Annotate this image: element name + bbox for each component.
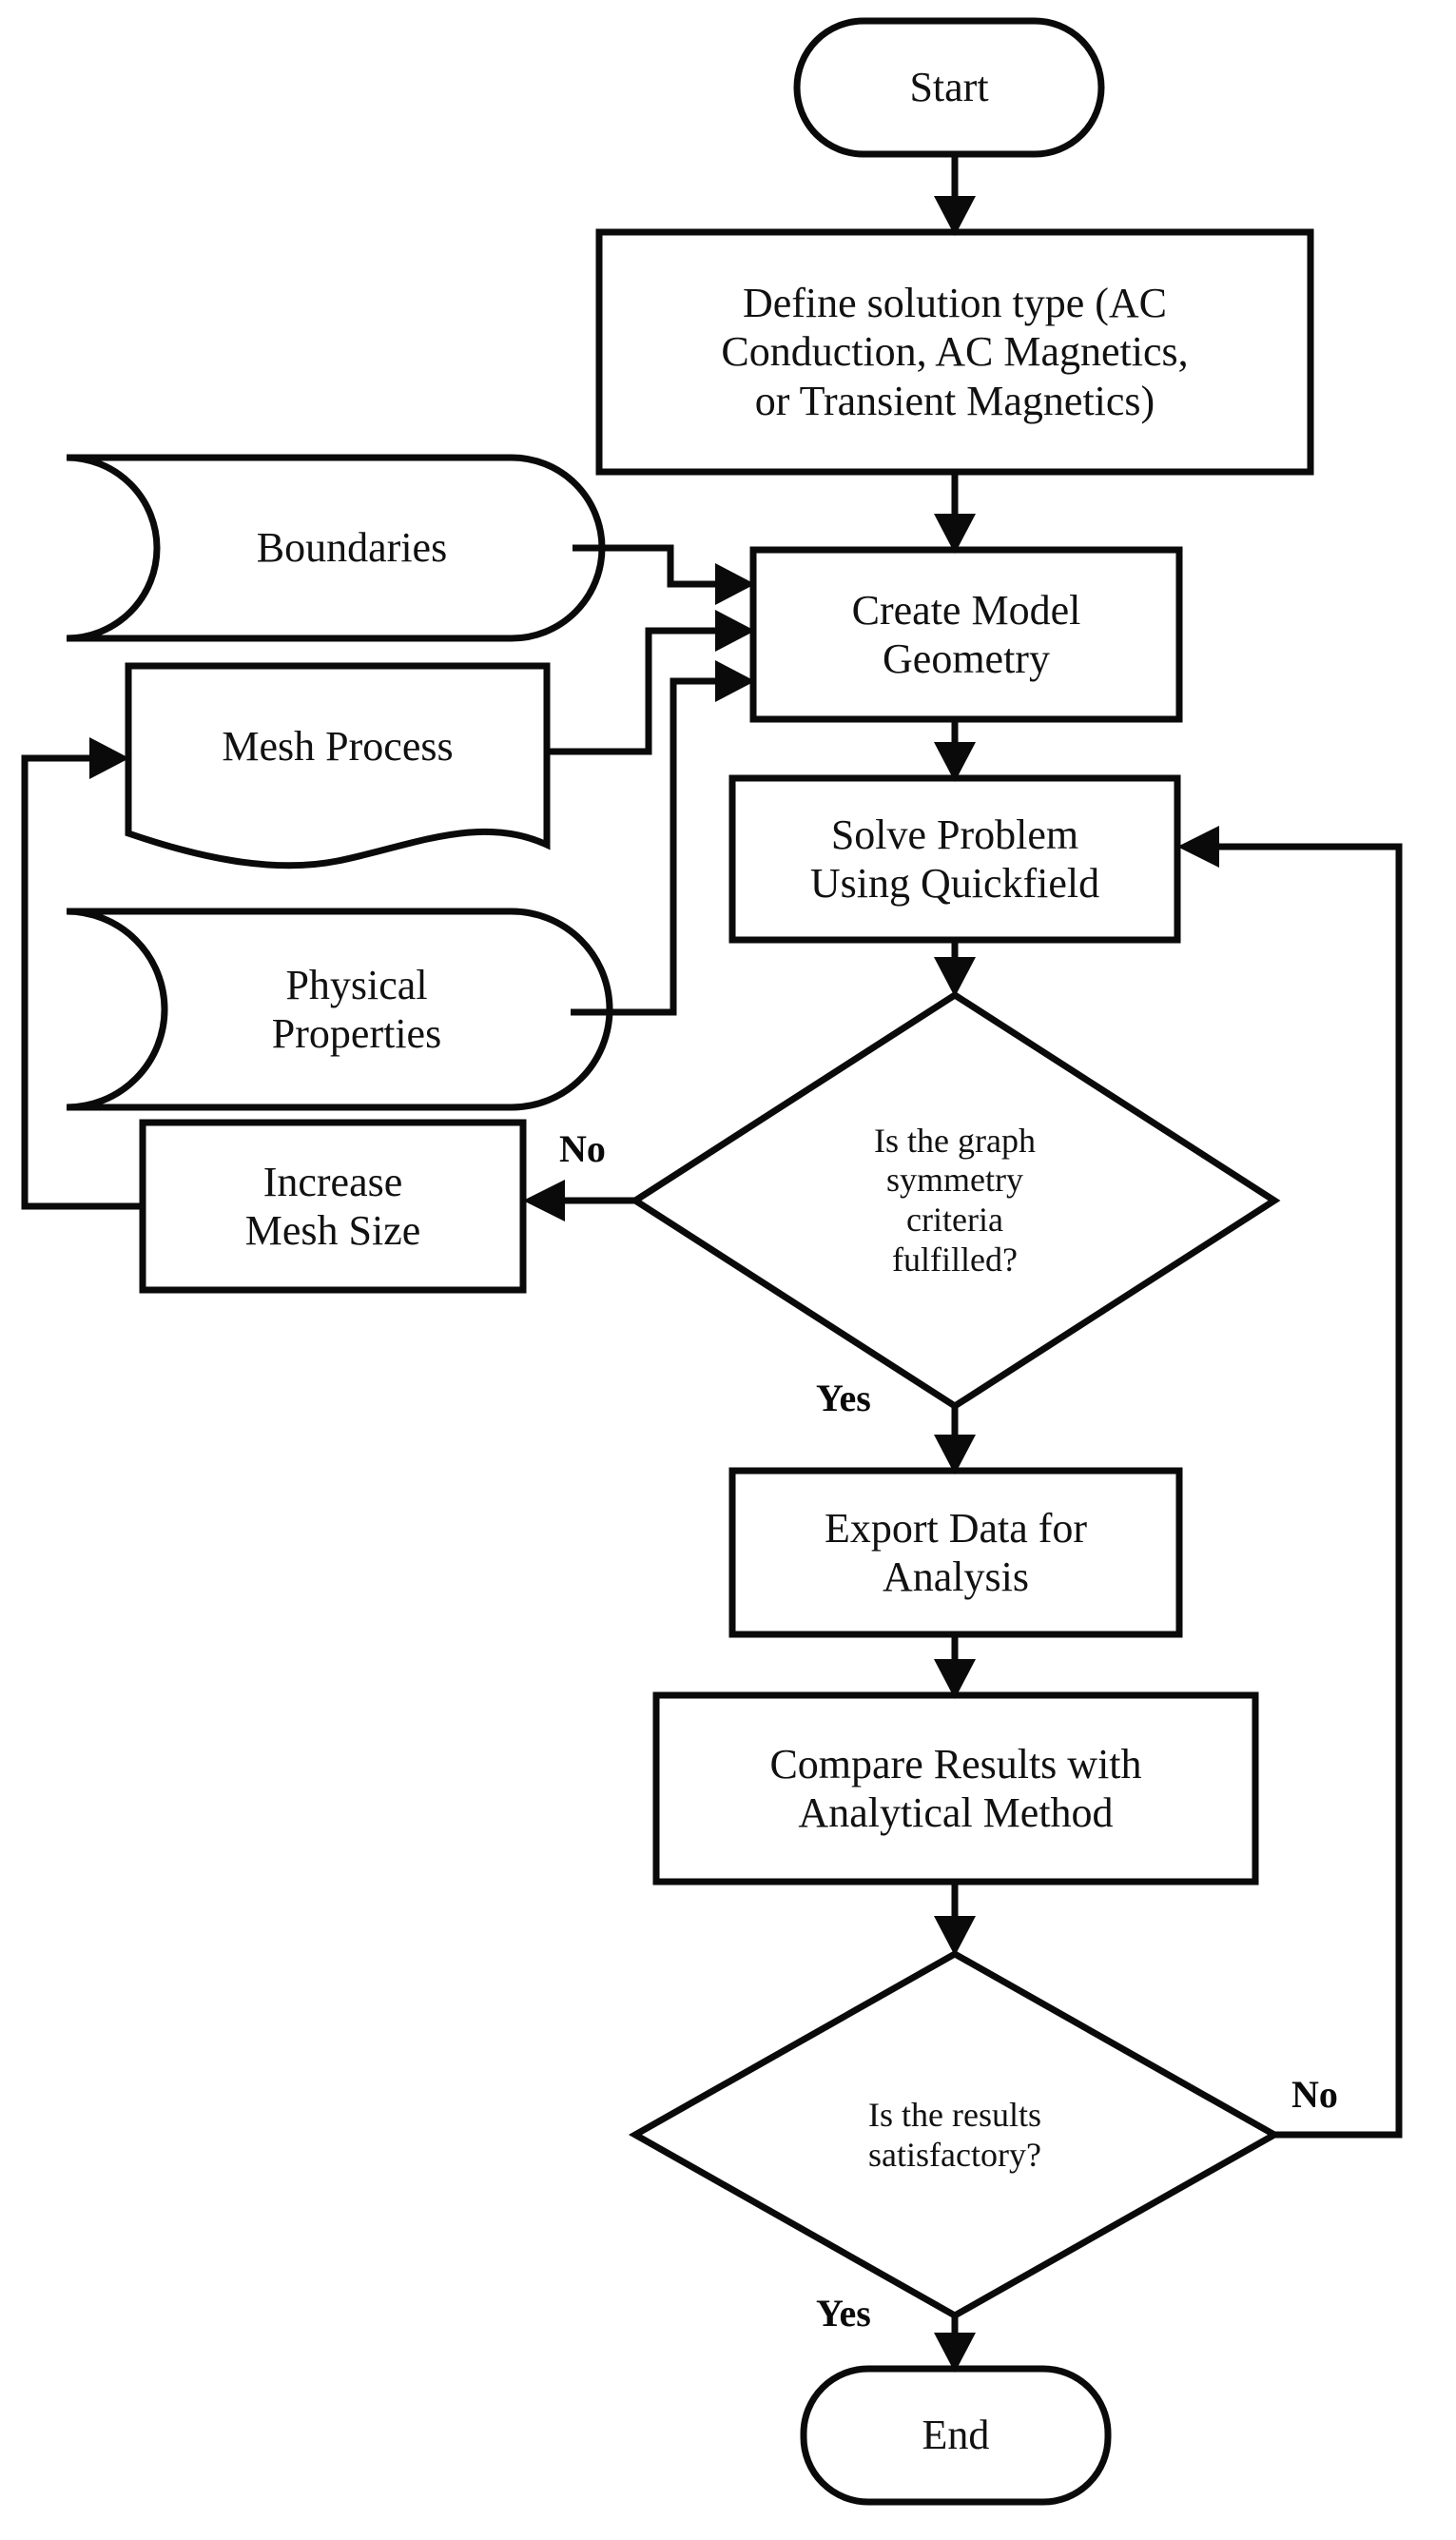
- node-create-geometry-shape[interactable]: [749, 546, 1183, 723]
- edge-increase-mesh-loop-arrow: [89, 737, 129, 779]
- edge-results-no-to-solve: [1200, 843, 1403, 2139]
- node-mesh-process-shape[interactable]: [125, 662, 551, 869]
- edge-label-results-yes: Yes: [816, 2292, 871, 2335]
- node-compare-results-shape[interactable]: [652, 1691, 1259, 1885]
- node-increase-mesh-shape[interactable]: [139, 1119, 527, 1294]
- edge-start-to-define-arrow: [934, 196, 976, 236]
- node-solve-problem-shape[interactable]: [728, 774, 1181, 944]
- edge-boundaries-to-geometry: [573, 544, 734, 588]
- edge-physical-to-geometry-arrow: [715, 660, 755, 702]
- edge-compare-to-results-arrow: [934, 1916, 976, 1956]
- edge-results-no-arrow: [1177, 826, 1219, 868]
- edge-mesh-to-geometry: [547, 627, 734, 755]
- node-export-data-shape[interactable]: [728, 1467, 1183, 1638]
- edge-label-symmetry-yes: Yes: [816, 1377, 871, 1419]
- edge-label-results-no: No: [1291, 2073, 1338, 2116]
- edge-physical-to-geometry: [571, 677, 734, 1016]
- edge-export-to-compare-arrow: [934, 1659, 976, 1699]
- node-physical-properties-shape[interactable]: [66, 908, 613, 1111]
- node-define-solution-shape[interactable]: [595, 228, 1314, 476]
- edge-results-yes-arrow: [934, 2333, 976, 2373]
- edge-geometry-to-solve-arrow: [934, 742, 976, 782]
- edge-symmetry-yes-arrow: [934, 1435, 976, 1475]
- node-results-check-shape[interactable]: [628, 1949, 1282, 2320]
- node-end-shape[interactable]: [800, 2365, 1112, 2506]
- node-boundaries-shape[interactable]: [66, 454, 606, 642]
- edge-boundaries-to-geometry-arrow: [715, 563, 755, 605]
- node-symmetry-check-shape[interactable]: [629, 990, 1281, 1411]
- node-start-shape[interactable]: [793, 17, 1105, 158]
- edge-symmetry-no-arrow: [523, 1180, 565, 1221]
- edge-solve-to-symmetry-arrow: [934, 957, 976, 997]
- edge-mesh-to-geometry-arrow: [715, 610, 755, 652]
- edge-label-symmetry-no: No: [559, 1127, 606, 1170]
- edge-define-to-geometry-arrow: [934, 514, 976, 554]
- edge-increase-mesh-to-mesh-process: [21, 754, 143, 1210]
